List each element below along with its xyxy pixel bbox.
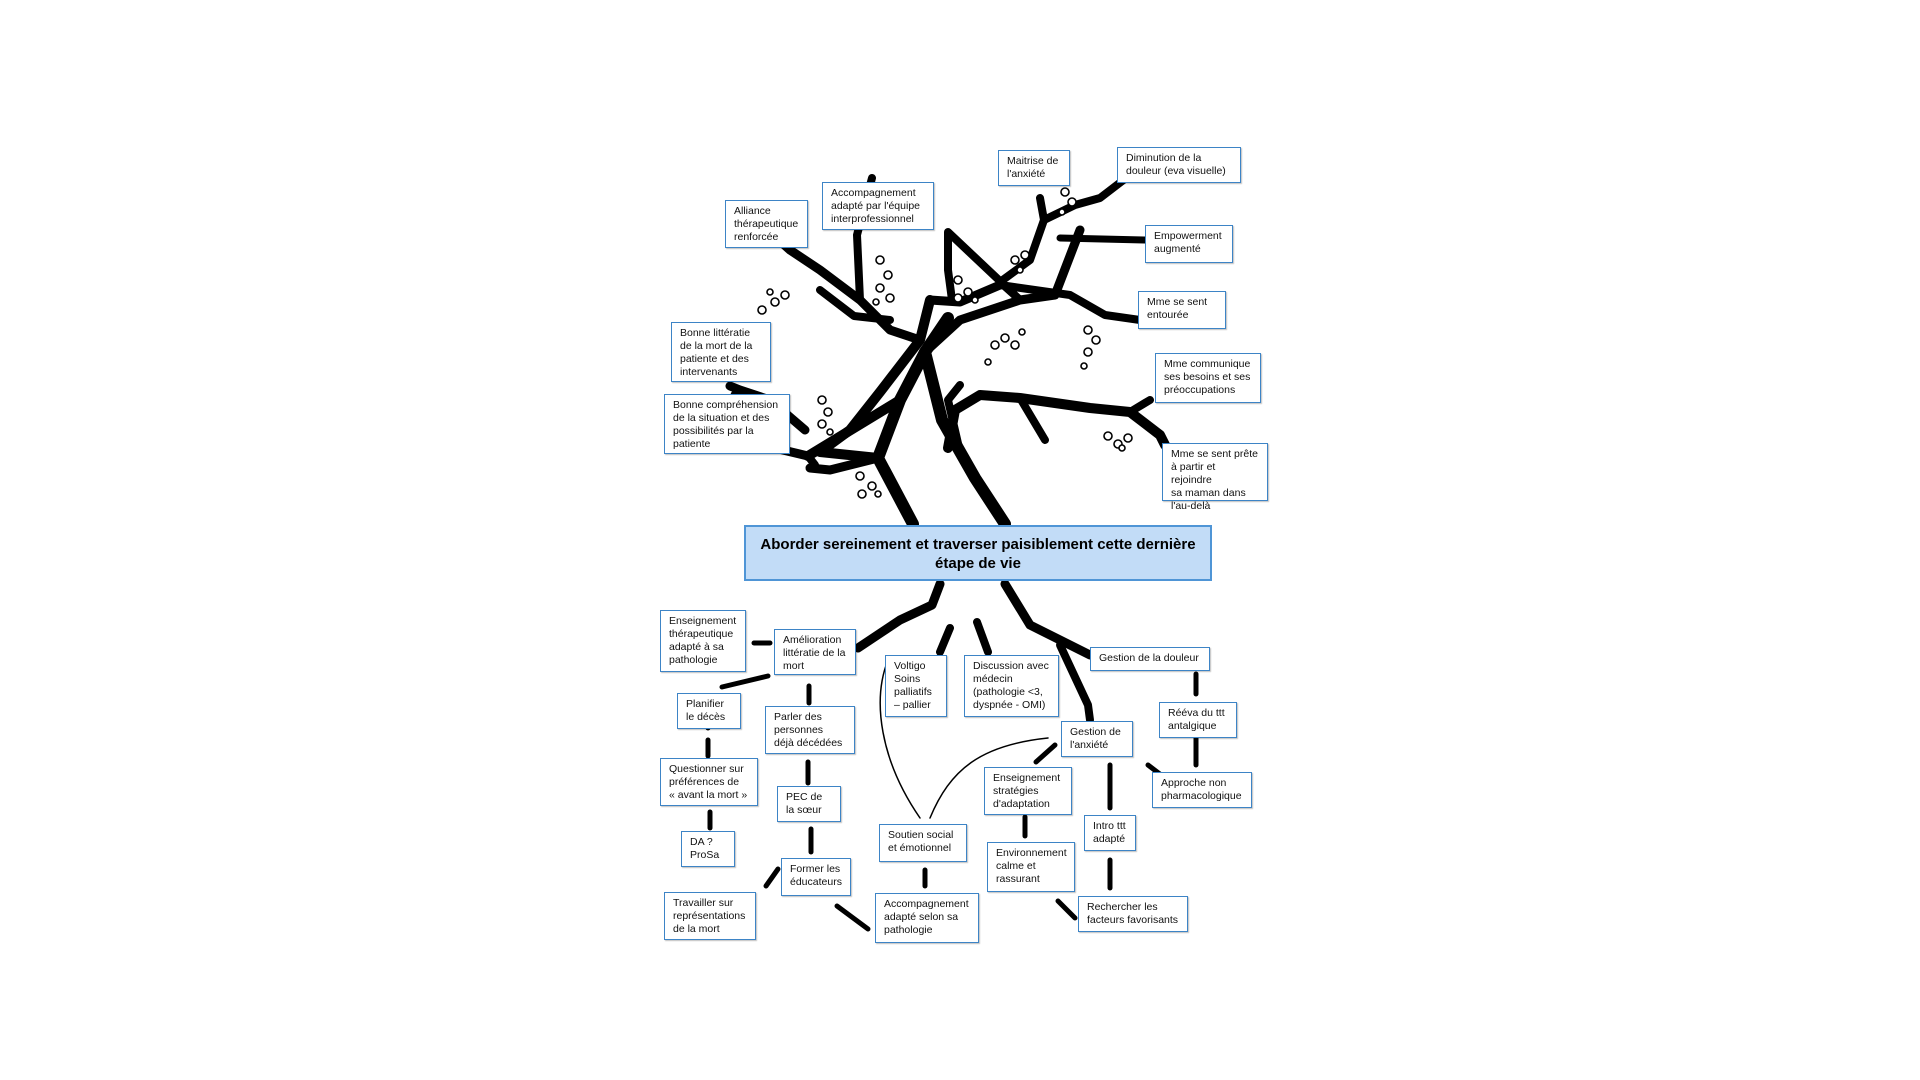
node-comprehension: Bonne compréhension de la situation et d… bbox=[664, 394, 790, 454]
blossom-decorations bbox=[757, 187, 1133, 499]
node-discussion-medecin: Discussion avec médecin (pathologie <3, … bbox=[964, 655, 1059, 717]
node-accompagnement-pathologie: Accompagnement adapté selon sa pathologi… bbox=[875, 893, 979, 943]
node-accompagnement-interpro: Accompagnement adapté par l'équipe inter… bbox=[822, 182, 934, 230]
central-goal-box: Aborder sereinement et traverser paisibl… bbox=[744, 525, 1212, 581]
node-gestion-anxiete: Gestion de l'anxiété bbox=[1061, 721, 1133, 757]
node-parler-personnes: Parler des personnes déjà décédées bbox=[765, 706, 855, 754]
node-soutien-social: Soutien social et émotionnel bbox=[879, 824, 967, 862]
node-alliance: Alliance thérapeutique renforcée bbox=[725, 200, 808, 248]
node-litteratie-mort: Bonne littératie de la mort de la patien… bbox=[671, 322, 771, 382]
node-intro-ttt: Intro ttt adapté bbox=[1084, 815, 1136, 851]
node-questionner-preferences: Questionner sur préférences de « avant l… bbox=[660, 758, 758, 806]
node-environnement: Environnement calme et rassurant bbox=[987, 842, 1075, 892]
node-diminution-douleur: Diminution de la douleur (eva visuelle) bbox=[1117, 147, 1241, 183]
node-approche-non-pharmaco: Approche non pharmacologique bbox=[1152, 772, 1252, 808]
node-maitrise-anxiete: Maitrise de l'anxiété bbox=[998, 150, 1070, 186]
node-enseignement-strategies: Enseignement stratégies d'adaptation bbox=[984, 767, 1072, 815]
node-da-prosa: DA ? ProSa bbox=[681, 831, 735, 867]
node-prete: Mme se sent prête à partir et rejoindre … bbox=[1162, 443, 1268, 512]
node-empowerment: Empowerment augmenté bbox=[1145, 225, 1233, 263]
node-entouree: Mme se sent entourée bbox=[1138, 291, 1226, 329]
node-gestion-douleur: Gestion de la douleur bbox=[1090, 647, 1210, 671]
node-facteurs-favorisants: Rechercher les facteurs favorisants bbox=[1078, 896, 1188, 932]
node-former-educateurs: Former les éducateurs bbox=[781, 858, 851, 896]
node-communique: Mme communique ses besoins et ses préocc… bbox=[1155, 353, 1261, 403]
node-voltigo: Voltigo Soins palliatifs – pallier bbox=[885, 655, 947, 717]
node-planifier-deces: Planifier le décès bbox=[677, 693, 741, 729]
node-enseignement-therapeutique: Enseignement thérapeutique adapté à sa p… bbox=[660, 610, 746, 672]
node-pec-soeur: PEC de la sœur bbox=[777, 786, 841, 822]
node-reeva-antalgique: Rééva du ttt antalgique bbox=[1159, 702, 1237, 738]
node-travailler-representations: Travailler sur représentations de la mor… bbox=[664, 892, 756, 940]
node-amelioration-litteratie: Amélioration littératie de la mort bbox=[774, 629, 856, 675]
